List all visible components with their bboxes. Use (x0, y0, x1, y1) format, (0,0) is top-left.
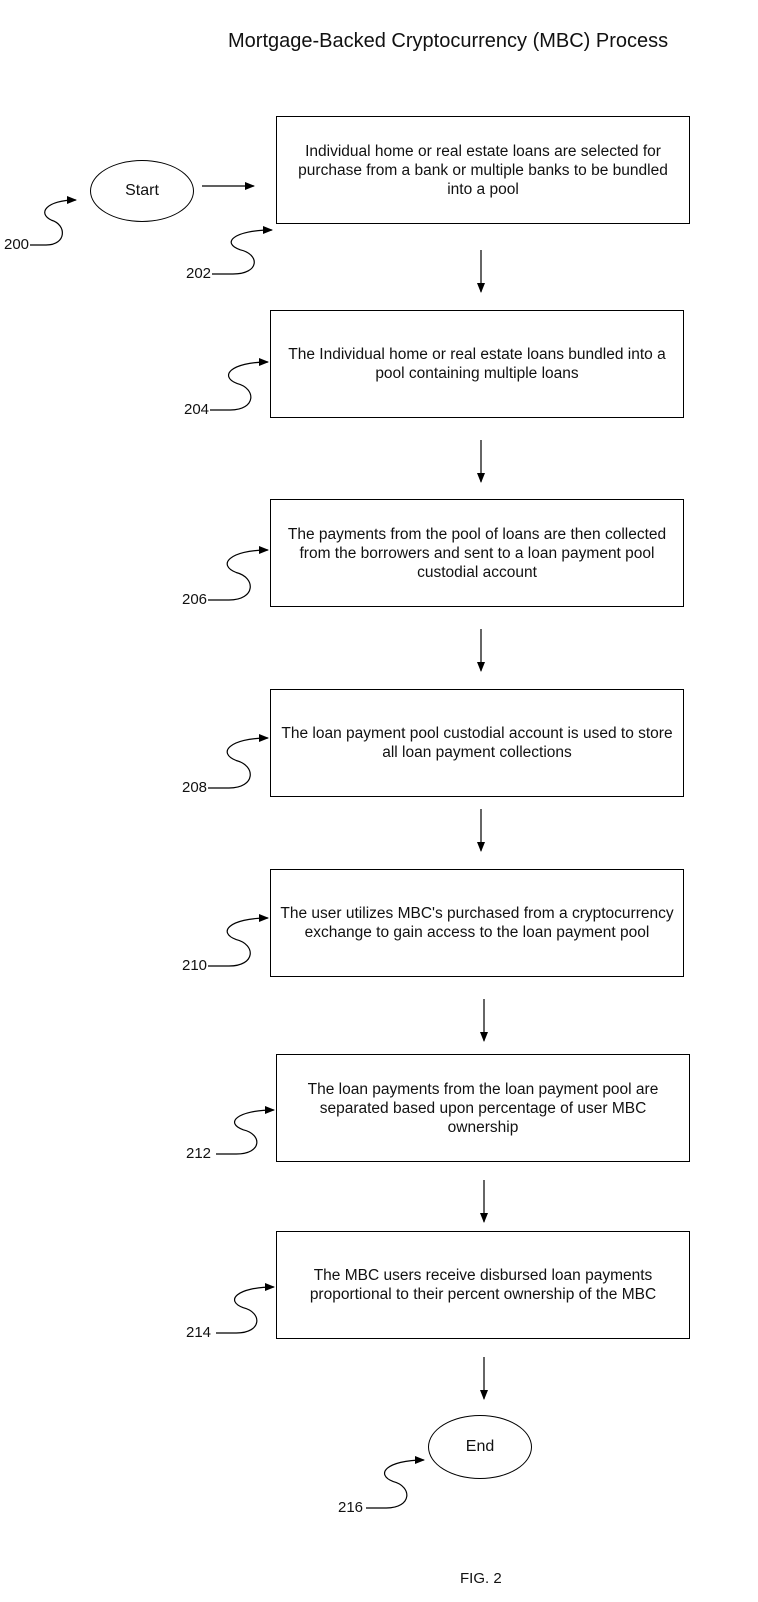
ref-label-212: 212 (186, 1145, 212, 1162)
step-text-202: Individual home or real estate loans are… (298, 142, 668, 198)
step-box-210: The user utilizes MBC's purchased from a… (270, 869, 684, 977)
end-label: End (465, 1438, 495, 1455)
ref-label-202: 202 (186, 265, 212, 282)
ref-leader-212 (216, 1106, 275, 1155)
step-text-210: The user utilizes MBC's purchased from a… (280, 905, 674, 941)
step-text-204: The Individual home or real estate loans… (288, 346, 666, 382)
end-node: End (428, 1415, 532, 1479)
step-box-214: The MBC users receive disbursed loan pay… (276, 1231, 690, 1339)
step-text-208: The loan payment pool custodial account … (281, 725, 673, 761)
ref-leader-214 (216, 1283, 275, 1334)
ref-label-208: 208 (182, 779, 208, 796)
ref-leader-206 (208, 546, 269, 601)
step-text-206: The payments from the pool of loans are … (287, 525, 667, 581)
ref-label-206: 206 (182, 591, 208, 608)
figure-label: FIG. 2 (460, 1570, 502, 1587)
ref-label-204: 204 (184, 401, 210, 418)
ref-label-214: 214 (186, 1324, 212, 1341)
step-box-206: The payments from the pool of loans are … (270, 499, 684, 607)
ref-label-210: 210 (182, 957, 208, 974)
step-box-202: Individual home or real estate loans are… (276, 116, 690, 224)
ref-leader-200 (30, 196, 77, 246)
start-node: Start (90, 160, 194, 222)
ref-leader-216 (366, 1456, 425, 1509)
step-box-212: The loan payments from the loan payment … (276, 1054, 690, 1162)
ref-leader-208 (208, 734, 269, 789)
step-box-204: The Individual home or real estate loans… (270, 310, 684, 418)
ref-leader-204 (210, 358, 269, 411)
step-text-212: The loan payments from the loan payment … (307, 1080, 659, 1136)
ref-leader-202 (212, 226, 273, 275)
step-text-214: The MBC users receive disbursed loan pay… (309, 1267, 657, 1303)
step-box-208: The loan payment pool custodial account … (270, 689, 684, 797)
ref-leader-210 (208, 914, 269, 967)
ref-label-200: 200 (4, 236, 30, 253)
start-label: Start (125, 182, 159, 199)
diagram-title: Mortgage-Backed Cryptocurrency (MBC) Pro… (228, 30, 669, 52)
ref-label-216: 216 (338, 1499, 364, 1516)
